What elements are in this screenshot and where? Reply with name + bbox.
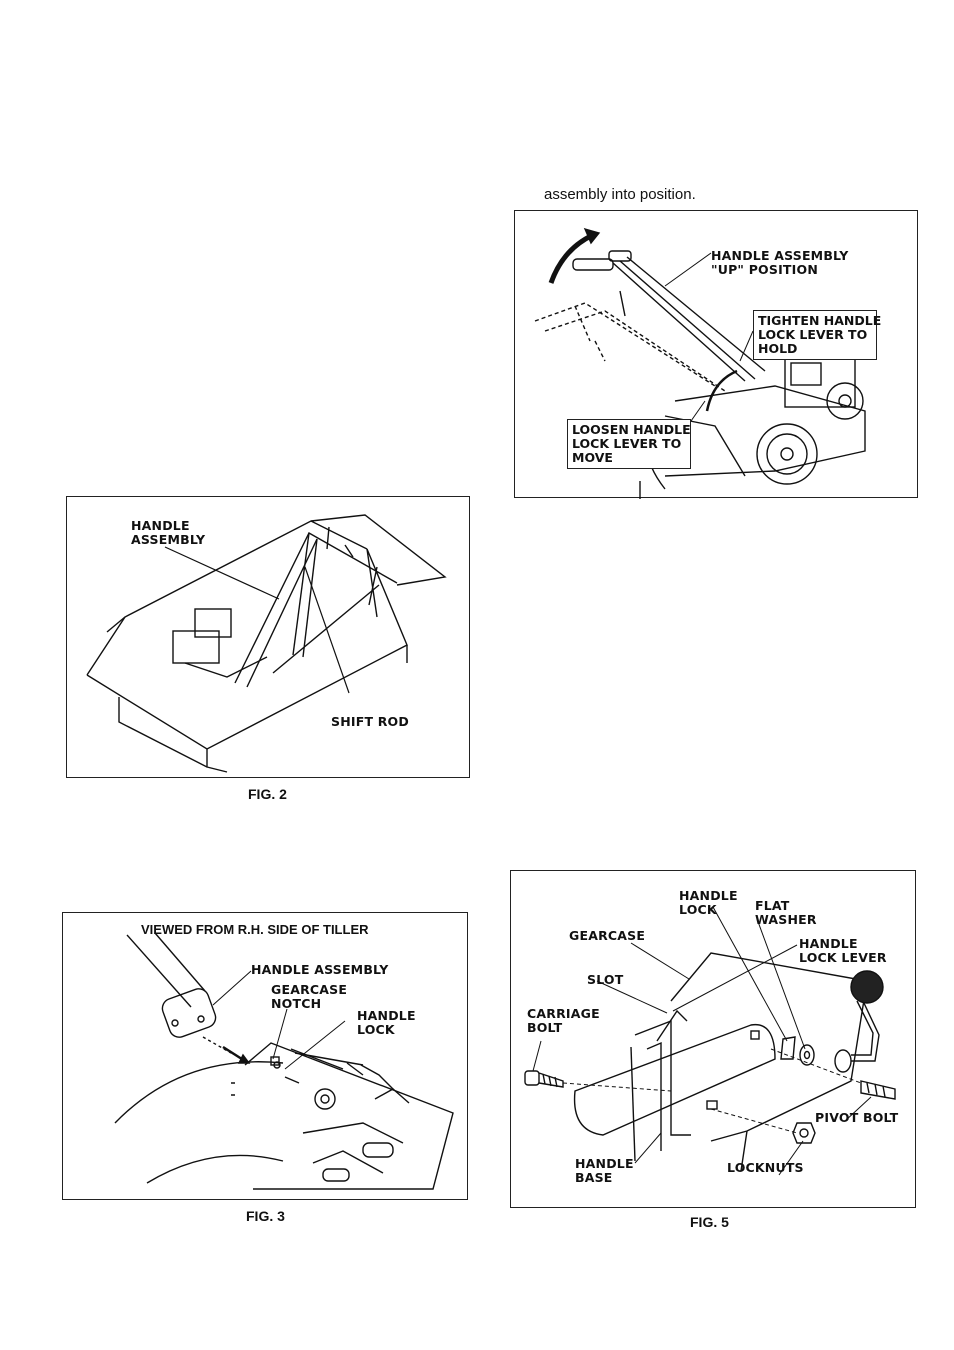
label-handle-lock-fig3: HANDLE LOCK — [357, 1008, 416, 1037]
callout-tighten-lever: TIGHTEN HANDLE LOCK LEVER TO HOLD — [753, 310, 881, 360]
figure-2-drawing — [86, 514, 447, 773]
label-flat-washer: FLAT WASHER — [755, 898, 817, 927]
figure-3-title: VIEWED FROM R.H. SIDE OF TILLER — [141, 922, 369, 937]
label-handle-up-position: HANDLE ASSEMBLY "UP" POSITION — [711, 248, 849, 277]
label-handle-assembly-fig3: HANDLE ASSEMBLY — [251, 962, 389, 977]
label-slot: SLOT — [587, 972, 624, 987]
caption-fig-3: FIG. 3 — [246, 1208, 285, 1224]
caption-fig-5: FIG. 5 — [690, 1214, 729, 1230]
label-shift-rod: SHIFT ROD — [331, 714, 409, 729]
figure-3-panel: VIEWED FROM R.H. SIDE OF TILLER HANDLE A… — [62, 912, 468, 1200]
figure-2-panel: HANDLE ASSEMBLY SHIFT ROD — [66, 496, 470, 778]
figure-4-panel: HANDLE ASSEMBLY "UP" POSITION TIGHTEN HA… — [514, 210, 918, 499]
figure-3-drawing — [114, 932, 454, 1190]
body-text-top: assembly into position. — [544, 186, 696, 203]
label-carriage-bolt: CARRIAGE BOLT — [527, 1006, 600, 1035]
label-gearcase-notch: GEARCASE NOTCH — [271, 982, 348, 1011]
callout-loosen-lever: LOOSEN HANDLE LOCK LEVER TO MOVE — [567, 419, 691, 469]
label-handle-lock: HANDLE LOCK — [679, 888, 738, 917]
label-handle-assembly: HANDLE ASSEMBLY — [131, 518, 206, 547]
label-locknuts: LOCKNUTS — [727, 1160, 804, 1175]
caption-fig-2: FIG. 2 — [248, 786, 287, 802]
figure-5-drawing — [524, 906, 896, 1176]
label-handle-base: HANDLE BASE — [575, 1156, 634, 1185]
label-pivot-bolt: PIVOT BOLT — [815, 1110, 899, 1125]
figure-5-panel: HANDLE LOCK FLAT WASHER GEARCASE HANDLE … — [510, 870, 916, 1208]
label-gearcase: GEARCASE — [569, 928, 646, 943]
label-handle-lock-lever: HANDLE LOCK LEVER — [799, 936, 887, 965]
